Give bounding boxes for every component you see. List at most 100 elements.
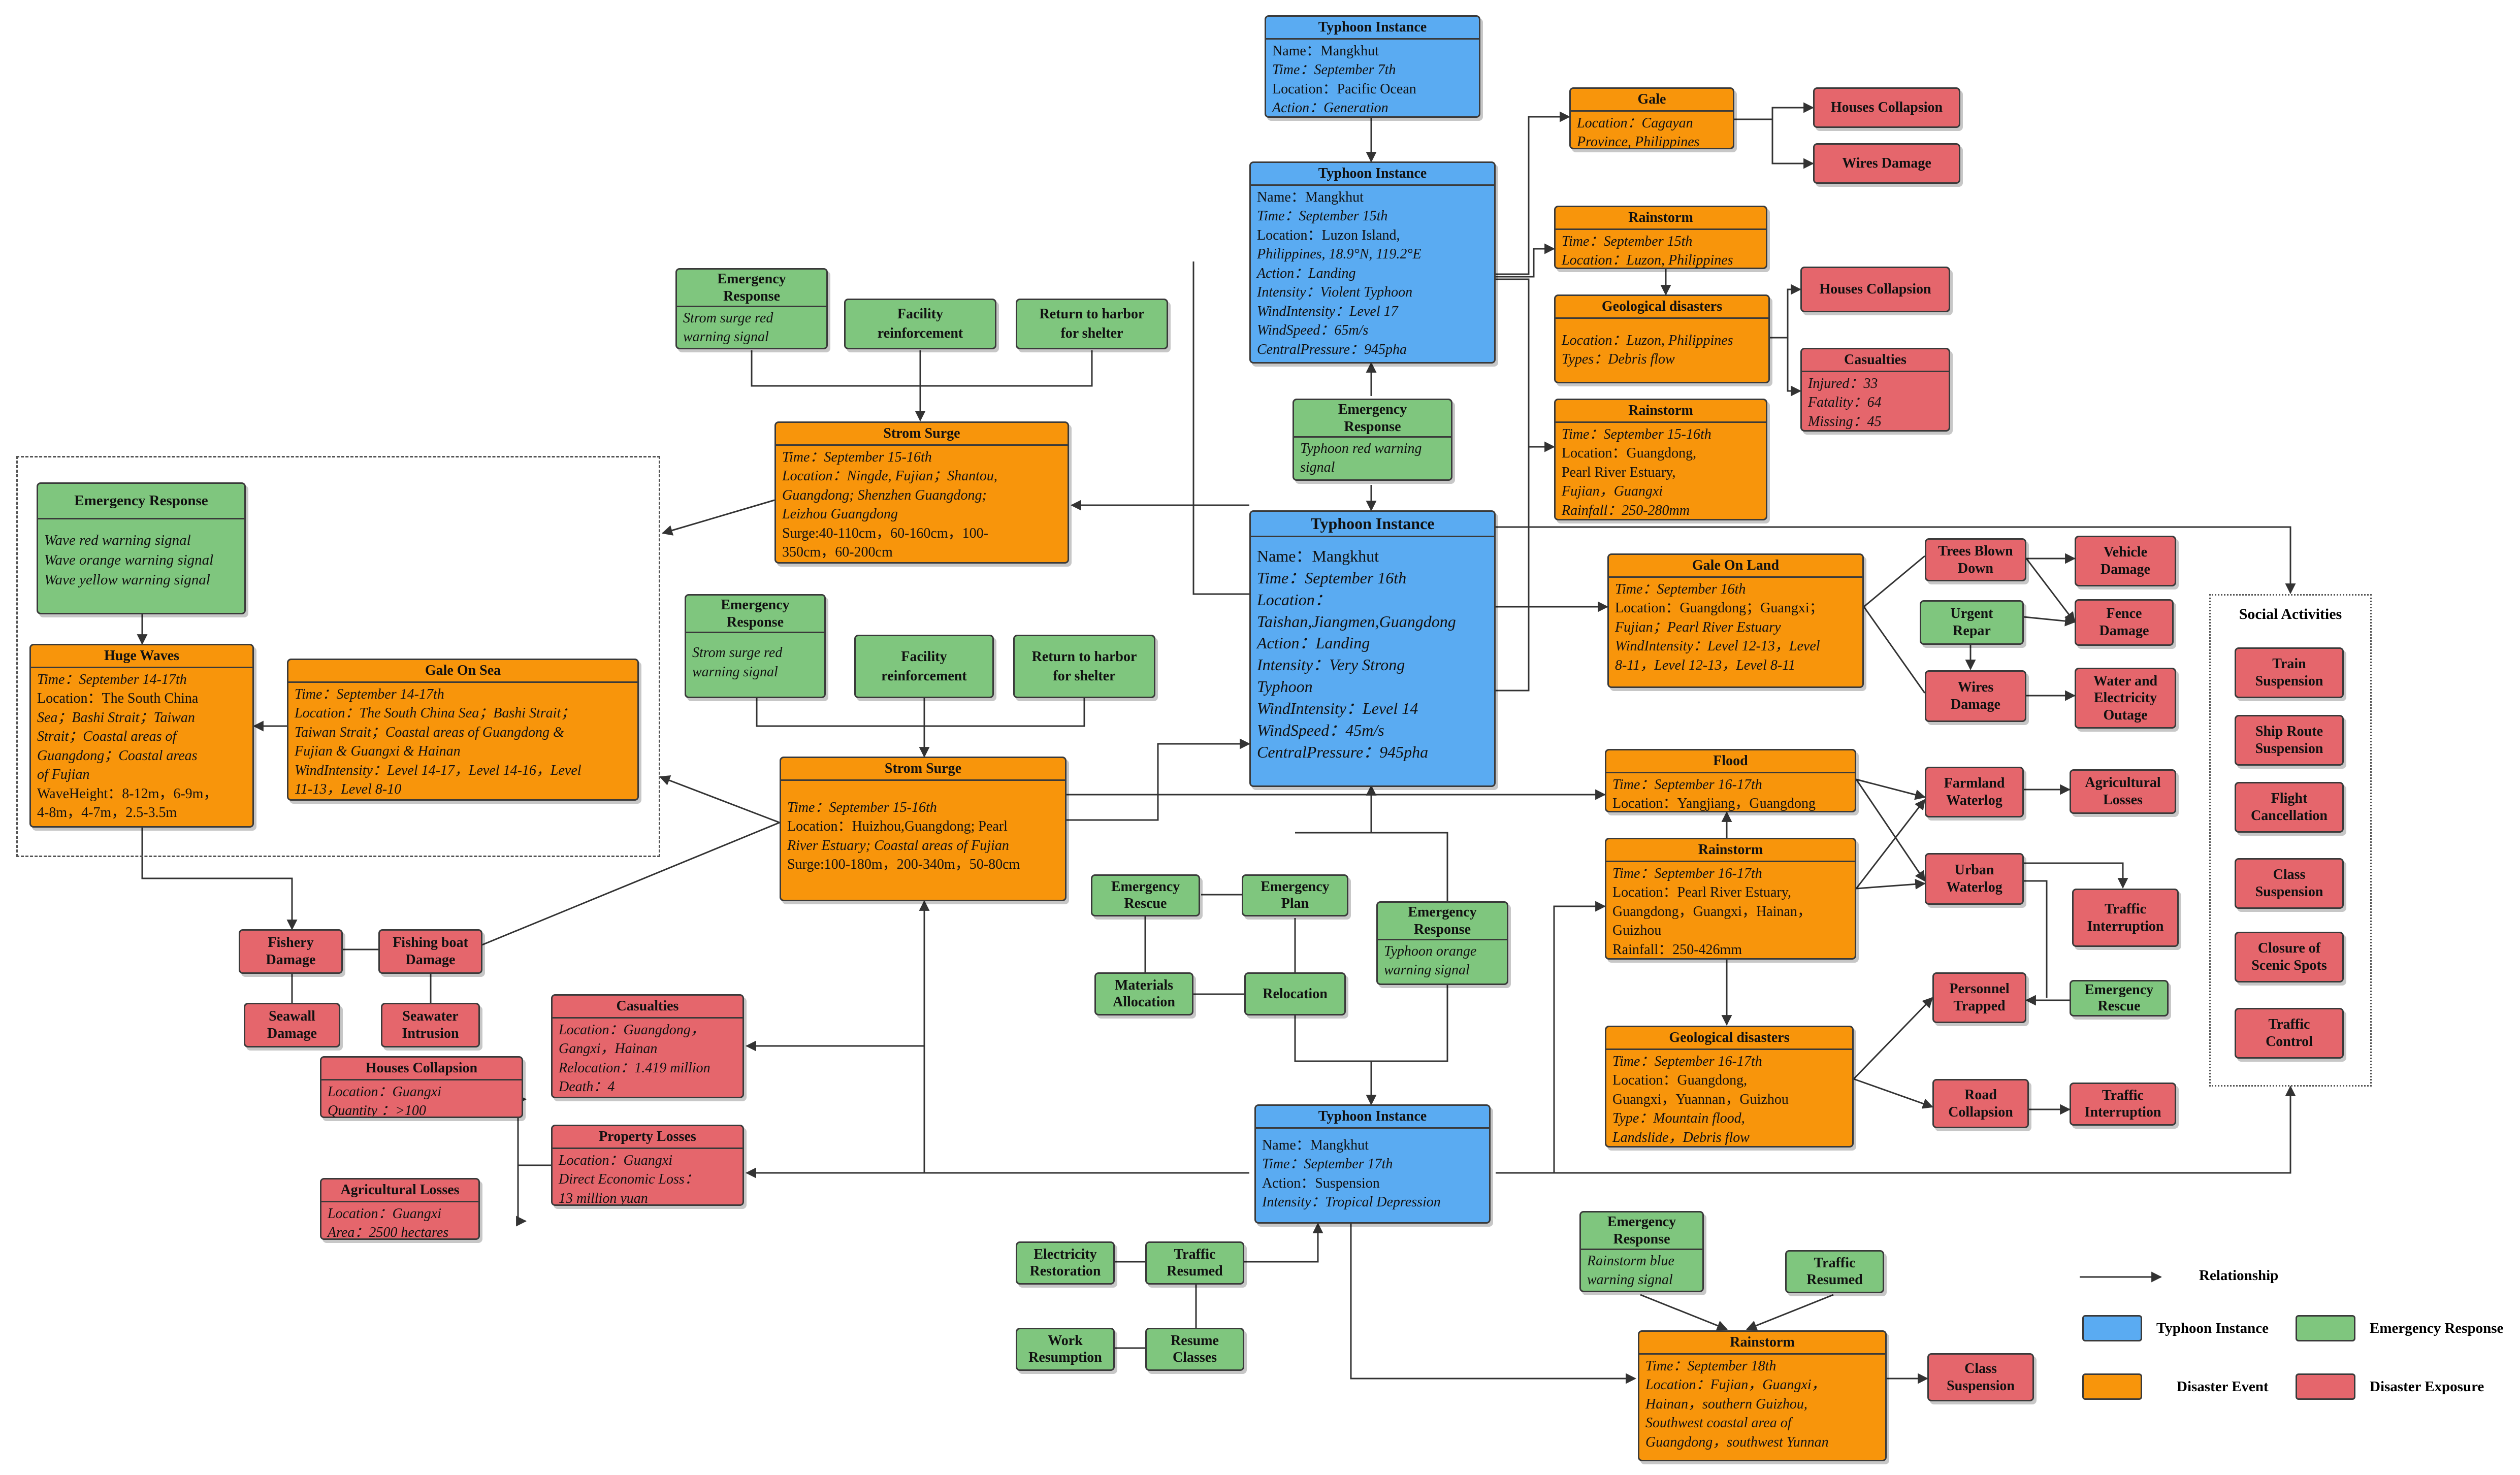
node-title: Urban (1954, 862, 1994, 878)
agricultural-losses-guangxi[interactable]: Agricultural Losses Location：Guangxi Are… (320, 1178, 480, 1240)
traffic-interruption-1[interactable]: Traffic Interruption (2072, 889, 2179, 947)
link-geo1-cas1 (1787, 338, 1802, 397)
node-line: Location：Guangdong， (559, 1022, 705, 1038)
ship-route-suspension[interactable]: Ship Route Suspension (2235, 715, 2344, 766)
flight-cancellation[interactable]: Flight Cancellation (2235, 782, 2344, 833)
materials-allocation[interactable]: Materials Allocation (1094, 972, 1193, 1015)
train-suspension[interactable]: Train Suspension (2235, 647, 2344, 698)
strom-surge-2[interactable]: Strom Surge Time：September 15-16th Locat… (780, 757, 1067, 901)
class-suspension-social[interactable]: Class Suspension (2235, 858, 2344, 909)
wires-damage-2[interactable]: Wires Damage (1925, 670, 2026, 722)
node-title: Outage (2103, 707, 2148, 723)
facility-reinforcement-1[interactable]: Facility reinforcement (844, 299, 996, 349)
urban-waterlog[interactable]: Urban Waterlog (1925, 853, 2024, 905)
rainstorm-pearl-river[interactable]: Rainstorm Time：September 16-17th Locatio… (1605, 838, 1856, 960)
node-line: Action：Suspension (1262, 1175, 1380, 1191)
wires-damage-1[interactable]: Wires Damage (1813, 143, 1960, 184)
casualties-south-china[interactable]: Casualties Location：Guangdong， Gangxi，Ha… (551, 994, 744, 1098)
node-line: Death：4 (559, 1079, 615, 1095)
flood[interactable]: Flood Time：September 16-17th Location：Ya… (1605, 749, 1856, 812)
gale-philippines[interactable]: Gale Location：Cagayan Province, Philippi… (1569, 87, 1734, 149)
traffic-resumed-2[interactable]: Traffic Resumed (1785, 1250, 1884, 1293)
emergency-rescue-2[interactable]: Emergency Rescue (1091, 874, 1200, 916)
seawall-damage[interactable]: Seawall Damage (244, 1003, 340, 1047)
node-line: Intensity：Very Strong (1257, 655, 1405, 674)
node-title: Facility (897, 306, 944, 322)
traffic-control[interactable]: Traffic Control (2235, 1008, 2344, 1059)
emergency-plan[interactable]: Emergency Plan (1242, 874, 1348, 916)
huge-waves[interactable]: Huge Waves Time：September 14-17th Locati… (29, 644, 254, 828)
vehicle-damage[interactable]: Vehicle Damage (2075, 536, 2176, 586)
traffic-resumed-1[interactable]: Traffic Resumed (1145, 1241, 1244, 1285)
node-line: Wave red warning signal (44, 532, 191, 548)
urgent-repair[interactable]: Urgent Repar (1920, 600, 2024, 645)
node-title: Wires (1957, 679, 1994, 696)
node-line: of Fujian (37, 767, 90, 783)
typhoon-instance-sep15[interactable]: Typhoon Instance Name：Mangkhut Time：Sept… (1249, 161, 1496, 364)
seawater-intrusion[interactable]: Seawater Intrusion (381, 1003, 480, 1047)
agricultural-losses-1[interactable]: Agricultural Losses (2070, 769, 2176, 814)
relocation[interactable]: Relocation (1244, 972, 1346, 1015)
node-title: Relocation (1263, 986, 1328, 1002)
class-suspension[interactable]: Class Suspension (1927, 1353, 2034, 1401)
node-title: Suspension (2255, 673, 2323, 689)
return-to-harbor-2[interactable]: Return to harbor for shelter (1013, 635, 1155, 698)
casualties-philippines[interactable]: Casualties Injured：33 Fatality：64 Missin… (1800, 348, 1950, 432)
houses-collapsion-guangxi[interactable]: Houses Collapsion Location：Guangxi Quant… (320, 1056, 523, 1118)
farmland-waterlog[interactable]: Farmland Waterlog (1925, 767, 2024, 817)
node-line: Taiwan Strait；Coastal areas of Guangdong… (295, 724, 564, 740)
node-title: Interruption (2087, 918, 2164, 934)
node-title: Seawater (402, 1008, 459, 1025)
node-title: Strom Surge (776, 423, 1068, 446)
property-losses[interactable]: Property Losses Location：Guangxi Direct … (551, 1125, 744, 1206)
link-ti3-ti2 (1496, 284, 1530, 692)
typhoon-instance-sep7[interactable]: Typhoon Instance Name：Mangkhut Time：Sept… (1265, 15, 1480, 118)
node-line: warning signal (683, 329, 769, 345)
typhoon-instance-sep16[interactable]: Typhoon Instance Name：Mangkhut Time：Sept… (1249, 510, 1496, 787)
geological-disasters-luzon[interactable]: Geological disasters Location：Luzon, Phi… (1554, 294, 1770, 383)
node-line: Landslide，Debris flow (1612, 1129, 1750, 1145)
fishery-damage[interactable]: Fishery Damage (239, 929, 343, 974)
node-title: Collapsion (1948, 1104, 2013, 1120)
node-title: Typhoon Instance (1266, 17, 1479, 40)
node-line: Guizhou (1612, 923, 1662, 939)
emergency-response-waves[interactable]: Emergency Response Wave red warning sign… (37, 482, 246, 614)
node-line: 350cm，60-200cm (782, 544, 893, 561)
link-rh2-ss2 (924, 698, 1085, 727)
strom-surge-1[interactable]: Strom Surge Time：September 15-16th Locat… (774, 421, 1069, 564)
legend-label: Typhoon Instance (2156, 1320, 2269, 1336)
geological-disasters-south-china[interactable]: Geological disasters Time：September 16-1… (1605, 1026, 1854, 1148)
gale-on-land[interactable]: Gale On Land Time：September 16th Locatio… (1607, 553, 1864, 688)
typhoon-instance-sep17[interactable]: Typhoon Instance Name：Mangkhut Time：Sept… (1254, 1104, 1491, 1224)
houses-collapsion-2[interactable]: Houses Collapsion (1800, 267, 1950, 312)
road-collapsion[interactable]: Road Collapsion (1932, 1079, 2029, 1128)
node-line: Wave orange warning signal (44, 551, 214, 568)
rainstorm-sep18[interactable]: Rainstorm Time：September 18th Location：F… (1638, 1330, 1887, 1461)
fence-damage[interactable]: Fence Damage (2075, 599, 2174, 646)
water-electricity-outage[interactable]: Water and Electricity Outage (2075, 668, 2176, 729)
return-to-harbor-1[interactable]: Return to harbor for shelter (1016, 299, 1168, 349)
closure-of-scenic-spots[interactable]: Closure of Scenic Spots (2235, 932, 2344, 982)
houses-collapsion-1[interactable]: Houses Collapsion (1813, 87, 1960, 128)
rainstorm-guangdong[interactable]: Rainstorm Time：September 15-16th Locatio… (1554, 399, 1767, 520)
gale-on-sea[interactable]: Gale On Sea Time：September 14-17th Locat… (287, 659, 639, 801)
node-title: Geological disasters (1556, 296, 1768, 319)
electricity-restoration[interactable]: Electricity Restoration (1016, 1241, 1115, 1285)
emergency-rescue-1[interactable]: Emergency Rescue (2070, 980, 2169, 1017)
work-resumption[interactable]: Work Resumption (1016, 1328, 1115, 1371)
trees-blown-down[interactable]: Trees Blown Down (1925, 538, 2026, 581)
node-title: Response (1344, 418, 1401, 435)
resume-classes[interactable]: Resume Classes (1145, 1328, 1244, 1371)
facility-reinforcement-2[interactable]: Facility reinforcement (854, 635, 994, 698)
fishing-boat-damage[interactable]: Fishing boat Damage (378, 929, 482, 974)
node-line: Location：Cagayan (1577, 115, 1693, 131)
rainstorm-luzon[interactable]: Rainstorm Time：September 15th Location：L… (1554, 206, 1767, 269)
traffic-interruption-2[interactable]: Traffic Interruption (2070, 1083, 2176, 1126)
personnel-trapped[interactable]: Personnel Trapped (1932, 972, 2026, 1023)
